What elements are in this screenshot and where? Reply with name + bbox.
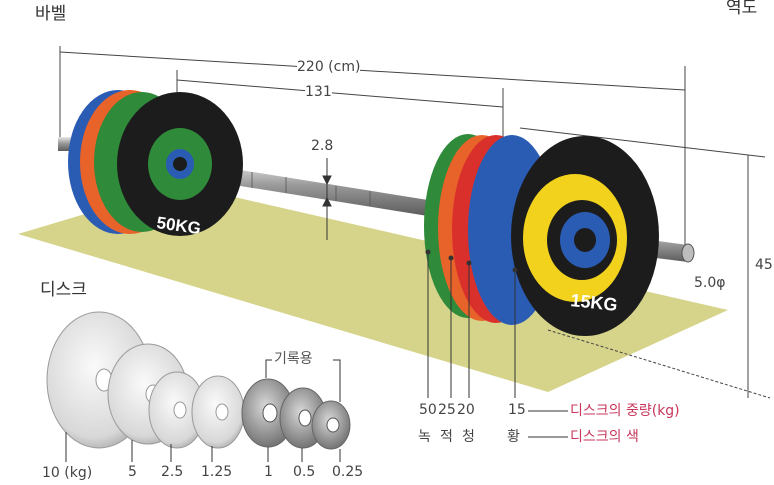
right-sleeve-end xyxy=(681,243,695,263)
disc-size-0.25: 0.25 xyxy=(332,464,364,480)
disc-color-red: 적 xyxy=(440,429,453,445)
disc-size-1: 1 xyxy=(264,464,273,480)
plate-diameter-label: 45 xyxy=(755,257,773,273)
total-length-dimension xyxy=(59,46,686,260)
bar-knurling xyxy=(251,172,371,206)
disc-color-green: 녹 xyxy=(418,429,431,445)
right-plate-weight-label: 15KG xyxy=(570,290,619,315)
plate-height-dimension xyxy=(519,127,771,399)
disc-size-0.5: 0.5 xyxy=(293,464,316,480)
floor-mat xyxy=(18,185,728,392)
disc-size-1.25: 1.25 xyxy=(201,464,233,480)
disc-section-title: 디스크 xyxy=(40,280,87,300)
disc-weight-20: 20 xyxy=(457,402,475,418)
disc-color-caption: 디스크의 색 xyxy=(570,429,639,445)
disc-size-5: 5 xyxy=(128,464,137,480)
disc-0.25kg-record xyxy=(311,400,351,450)
disc-color-blue: 청 xyxy=(462,429,475,445)
inner-length-label: 131 xyxy=(305,84,332,100)
sleeve-diameter-label: 5.0φ xyxy=(694,275,726,291)
disc-weight-25: 25 xyxy=(438,402,456,418)
record-bracket xyxy=(265,359,341,402)
record-label: 기록용 xyxy=(274,351,313,367)
plate-leader-lines xyxy=(425,249,568,438)
disc-size-2.5: 2.5 xyxy=(161,464,184,480)
disc-color-yellow: 황 xyxy=(507,429,520,445)
disc-size-10: 10 (kg) xyxy=(42,465,93,481)
total-length-label: 220 (cm) xyxy=(297,59,361,75)
bar-diameter-label: 2.8 xyxy=(311,138,334,154)
barbell-title: 바벨 xyxy=(35,4,67,24)
disc-1kg-record xyxy=(241,378,295,448)
disc-weight-caption: 디스크의 중량(kg) xyxy=(570,403,680,419)
disc-leader-lines xyxy=(65,432,341,462)
right-plate-stack xyxy=(424,134,659,336)
disc-weight-50: 50 xyxy=(419,402,437,418)
weightlifting-title: 역도 xyxy=(726,0,758,18)
disc-1.25kg xyxy=(191,375,245,449)
bar-diameter-marker xyxy=(322,158,332,240)
disc-weight-15: 15 xyxy=(508,402,526,418)
left-plate-stack xyxy=(68,90,243,236)
